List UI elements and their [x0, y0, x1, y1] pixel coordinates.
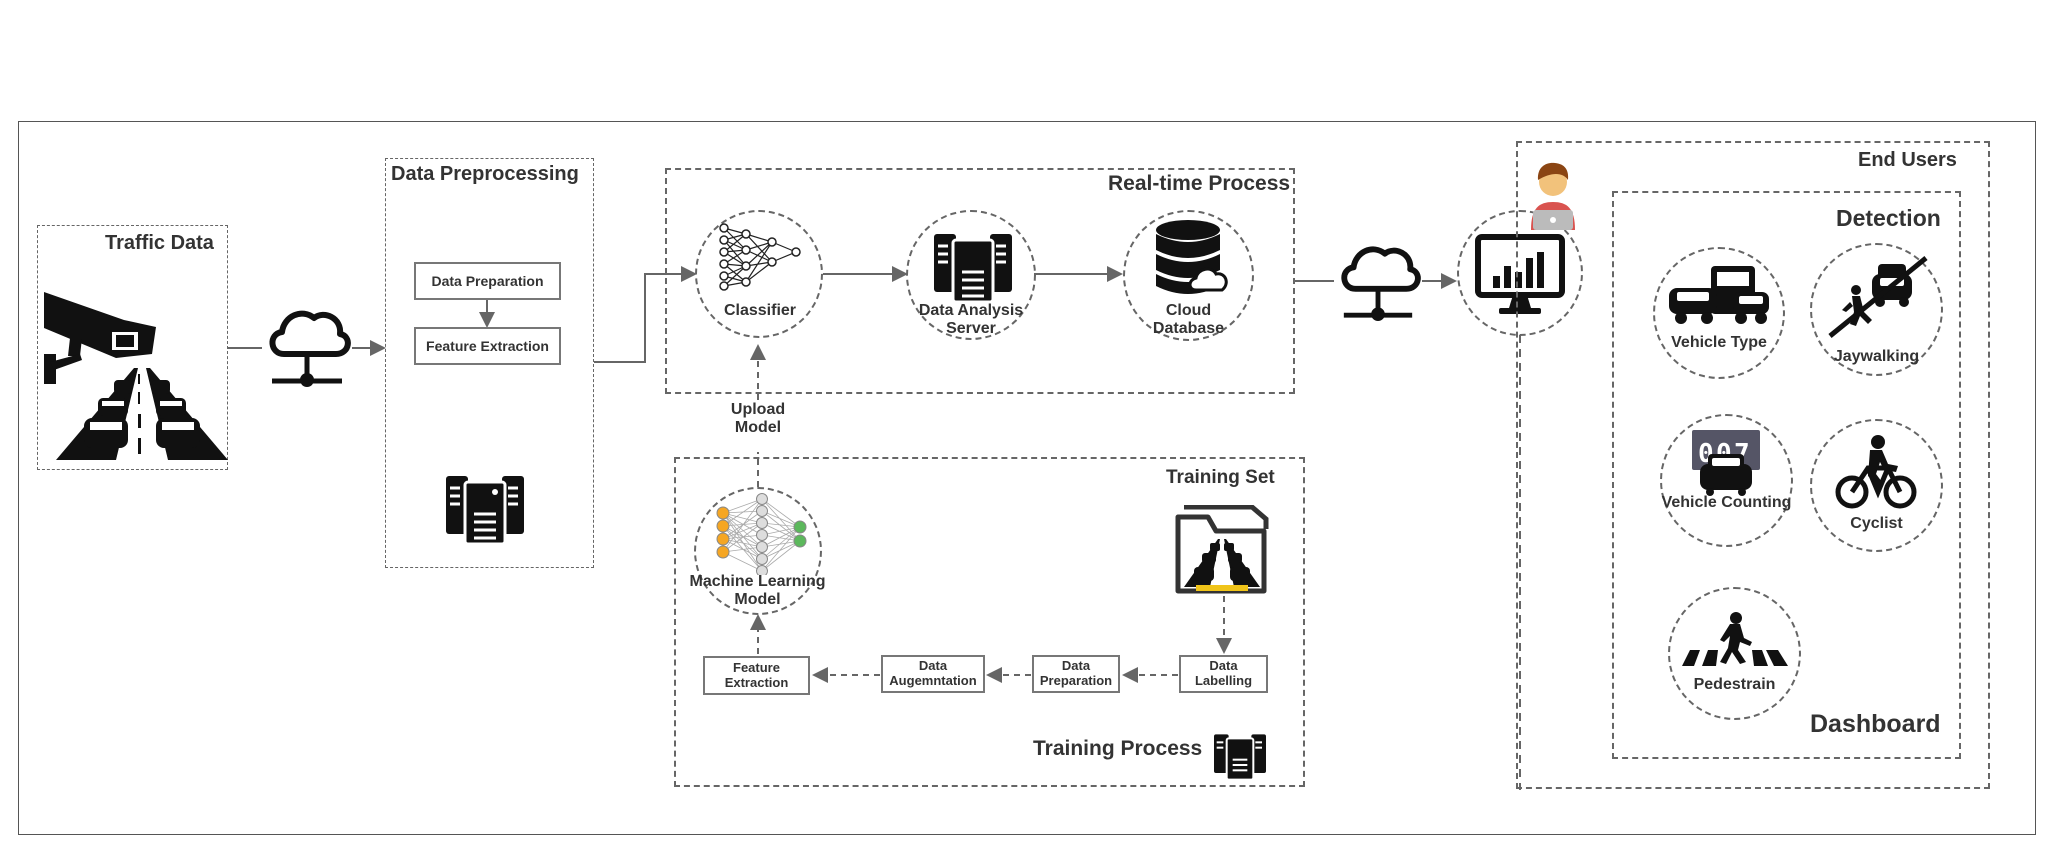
training-set-title: Training Set: [1166, 467, 1275, 488]
vehicle-type-label: Vehicle Type: [1671, 334, 1767, 351]
vehicle-counting-node: [1660, 414, 1793, 547]
data-analysis-server-text: Data Analysis Server: [918, 302, 1024, 338]
preprocess-feature-extraction: Feature Extraction: [414, 327, 561, 365]
jaywalking-label: Jaywalking: [1833, 348, 1920, 365]
preprocess-data-preparation: Data Preparation: [414, 262, 561, 300]
ml-model-label: Machine Learning Model: [680, 573, 835, 610]
vehicle-counting-label: Vehicle Counting: [1660, 494, 1793, 512]
detection-panel: [1612, 191, 1961, 759]
classifier-label: Classifier: [723, 302, 797, 319]
jaywalking-node: [1810, 243, 1943, 376]
training-data-augmentation: Data Augemntation: [881, 655, 985, 693]
cloud-database-text: Cloud Database: [1152, 302, 1225, 338]
monitor-chart-icon: [1475, 234, 1565, 314]
data-analysis-server-label: Data Analysis Server: [896, 302, 1046, 339]
upload-model-text: Upload Model: [730, 401, 786, 437]
detection-title: Detection: [1836, 205, 1941, 231]
cyclist-label: Cyclist: [1850, 515, 1903, 532]
pedestrain-label: Pedestrain: [1693, 676, 1776, 693]
training-feature-extraction: Feature Extraction: [703, 656, 810, 695]
traffic-data-title: Traffic Data: [105, 232, 214, 254]
vehicle-counting-text: Vehicle Counting: [1661, 494, 1792, 511]
upload-model-label: Upload Model: [713, 401, 803, 438]
dashboard-title: Dashboard: [1810, 710, 1941, 738]
ml-network-icon: [716, 493, 807, 575]
training-data-preparation: Data Preparation: [1032, 655, 1120, 693]
user-person-icon: [1531, 162, 1575, 230]
vehicle-type-node: [1653, 247, 1785, 379]
database-icon: [1156, 220, 1228, 294]
traffic-camera-icon: [44, 292, 156, 384]
dataset-folder-icon: [1175, 505, 1269, 594]
outer-frame: [18, 121, 2036, 835]
cloud-network-icon-2: [1341, 246, 1421, 322]
pedestrain-icon: [1682, 612, 1788, 666]
jaywalking-icon: [1828, 256, 1928, 338]
server-icon: [446, 476, 524, 544]
data-analysis-server-node: [906, 210, 1036, 340]
cloud-database-label: Cloud Database: [1136, 302, 1241, 339]
realtime-process-title: Real-time Process: [1108, 172, 1291, 195]
pedestrain-node: [1668, 587, 1801, 720]
cloud-database-node: [1123, 210, 1254, 341]
training-data-labelling: Data Labelling: [1179, 655, 1268, 693]
ml-model-node: [694, 487, 822, 615]
analysis-server-icon: [934, 234, 1012, 302]
dashboard-monitor-node: [1457, 210, 1583, 336]
data-preprocessing-panel: [385, 158, 594, 568]
training-server-icon: [1214, 734, 1266, 780]
classifier-node: [695, 210, 823, 338]
training-process-title: Training Process: [1033, 737, 1203, 760]
end-users-panel: [1516, 141, 1990, 789]
cyclist-node: [1810, 419, 1943, 552]
training-panel: [674, 457, 1305, 787]
vehicle-counting-icon: 007: [1692, 430, 1760, 496]
realtime-process-panel: [665, 168, 1295, 394]
end-users-title: End Users: [1858, 149, 1957, 171]
data-preprocessing-title: Data Preprocessing: [391, 163, 579, 185]
cloud-network-icon: [269, 310, 351, 387]
traffic-data-panel: [37, 225, 228, 470]
vehicle-type-icon: [1669, 266, 1769, 324]
neural-network-icon: [719, 223, 801, 291]
cyclist-icon: [1835, 435, 1917, 509]
ml-model-text: Machine Learning Model: [689, 573, 826, 609]
traffic-cars-icon: [56, 368, 228, 460]
